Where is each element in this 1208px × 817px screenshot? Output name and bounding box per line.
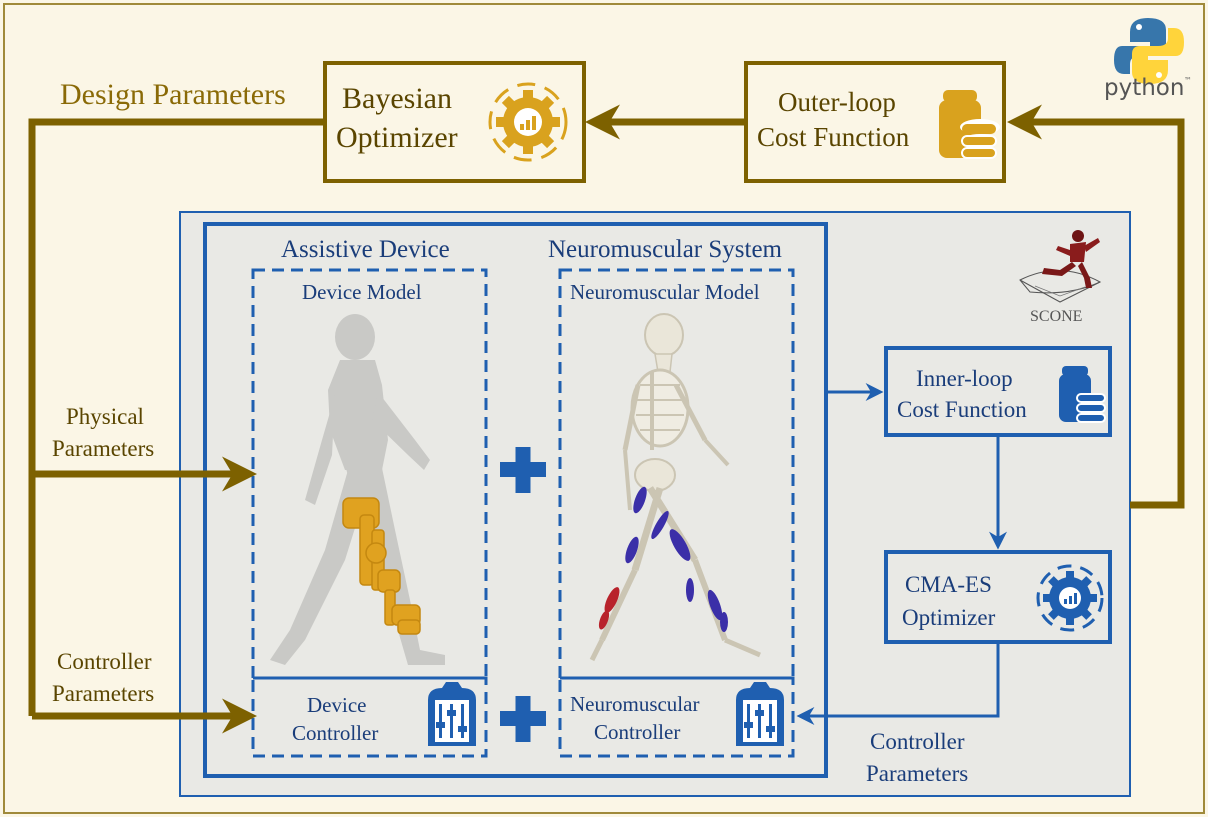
equalizer-gear-icon [736, 682, 784, 746]
device-model-label: Device Model [302, 280, 422, 304]
outer-cost-title-line2: Cost Function [757, 122, 910, 152]
controller-parameters-left-line1: Controller [57, 649, 152, 674]
neuromuscular-model-box [558, 268, 795, 680]
neuromuscular-system-heading: Neuromuscular System [548, 236, 782, 263]
plus-icon [500, 696, 546, 742]
device-controller-line2: Controller [292, 721, 379, 745]
scone-runner-icon [1019, 230, 1102, 303]
assistive-device-heading: Assistive Device [281, 236, 450, 263]
device-controller-box [251, 676, 488, 758]
page-frame [3, 3, 1205, 814]
model-container [203, 222, 828, 778]
controller-parameters-left-line2: Parameters [52, 681, 155, 706]
neuromuscular-model-label: Neuromuscular Model [570, 280, 760, 304]
physical-parameters-line1: Physical [66, 404, 144, 429]
outer-cost-title-line1: Outer-loop [778, 87, 896, 117]
cmaes-title-line1: CMA-ES [905, 572, 992, 597]
python-trademark: ™ [1184, 76, 1192, 85]
coin-stack-icon [939, 90, 1000, 159]
arrow-scone-to-outer-cost [1007, 104, 1185, 509]
cmaes-title-line2: Optimizer [902, 605, 996, 630]
gear-chart-cycle-icon [1036, 564, 1104, 632]
bayesian-optimizer-title-line1: Bayesian [342, 82, 452, 115]
neuromuscular-controller-line2: Controller [594, 720, 681, 744]
gear-chart-cycle-icon [488, 82, 568, 162]
inner-cost-title-line1: Inner-loop [916, 366, 1013, 391]
bayesian-optimizer-title-line2: Optimizer [336, 121, 458, 154]
skeleton-icon [589, 313, 761, 662]
muscle-icon [598, 486, 728, 632]
inner-cost-title-line2: Cost Function [897, 397, 1027, 422]
python-logo-icon [1114, 18, 1184, 84]
equalizer-gear-icon [428, 682, 476, 746]
python-logo-text: python [1104, 75, 1185, 101]
plus-icon [500, 447, 546, 493]
design-parameters-label: Design Parameters [60, 78, 286, 111]
controller-parameters-right-line2: Parameters [866, 761, 969, 786]
controller-parameters-right-line1: Controller [870, 729, 965, 754]
knee-orthosis-icon [342, 497, 421, 635]
scone-label: SCONE [1030, 308, 1083, 325]
coin-stack-icon [1059, 366, 1106, 423]
physical-parameters-line2: Parameters [52, 436, 155, 461]
device-controller-line1: Device [307, 693, 367, 717]
arrow-cmaes-to-neuro-controller [796, 643, 1000, 725]
device-model-box [251, 268, 488, 680]
neuromuscular-controller-box [558, 676, 795, 758]
line-design-parameters [28, 118, 325, 716]
neuromuscular-controller-line1: Neuromuscular [570, 692, 700, 716]
